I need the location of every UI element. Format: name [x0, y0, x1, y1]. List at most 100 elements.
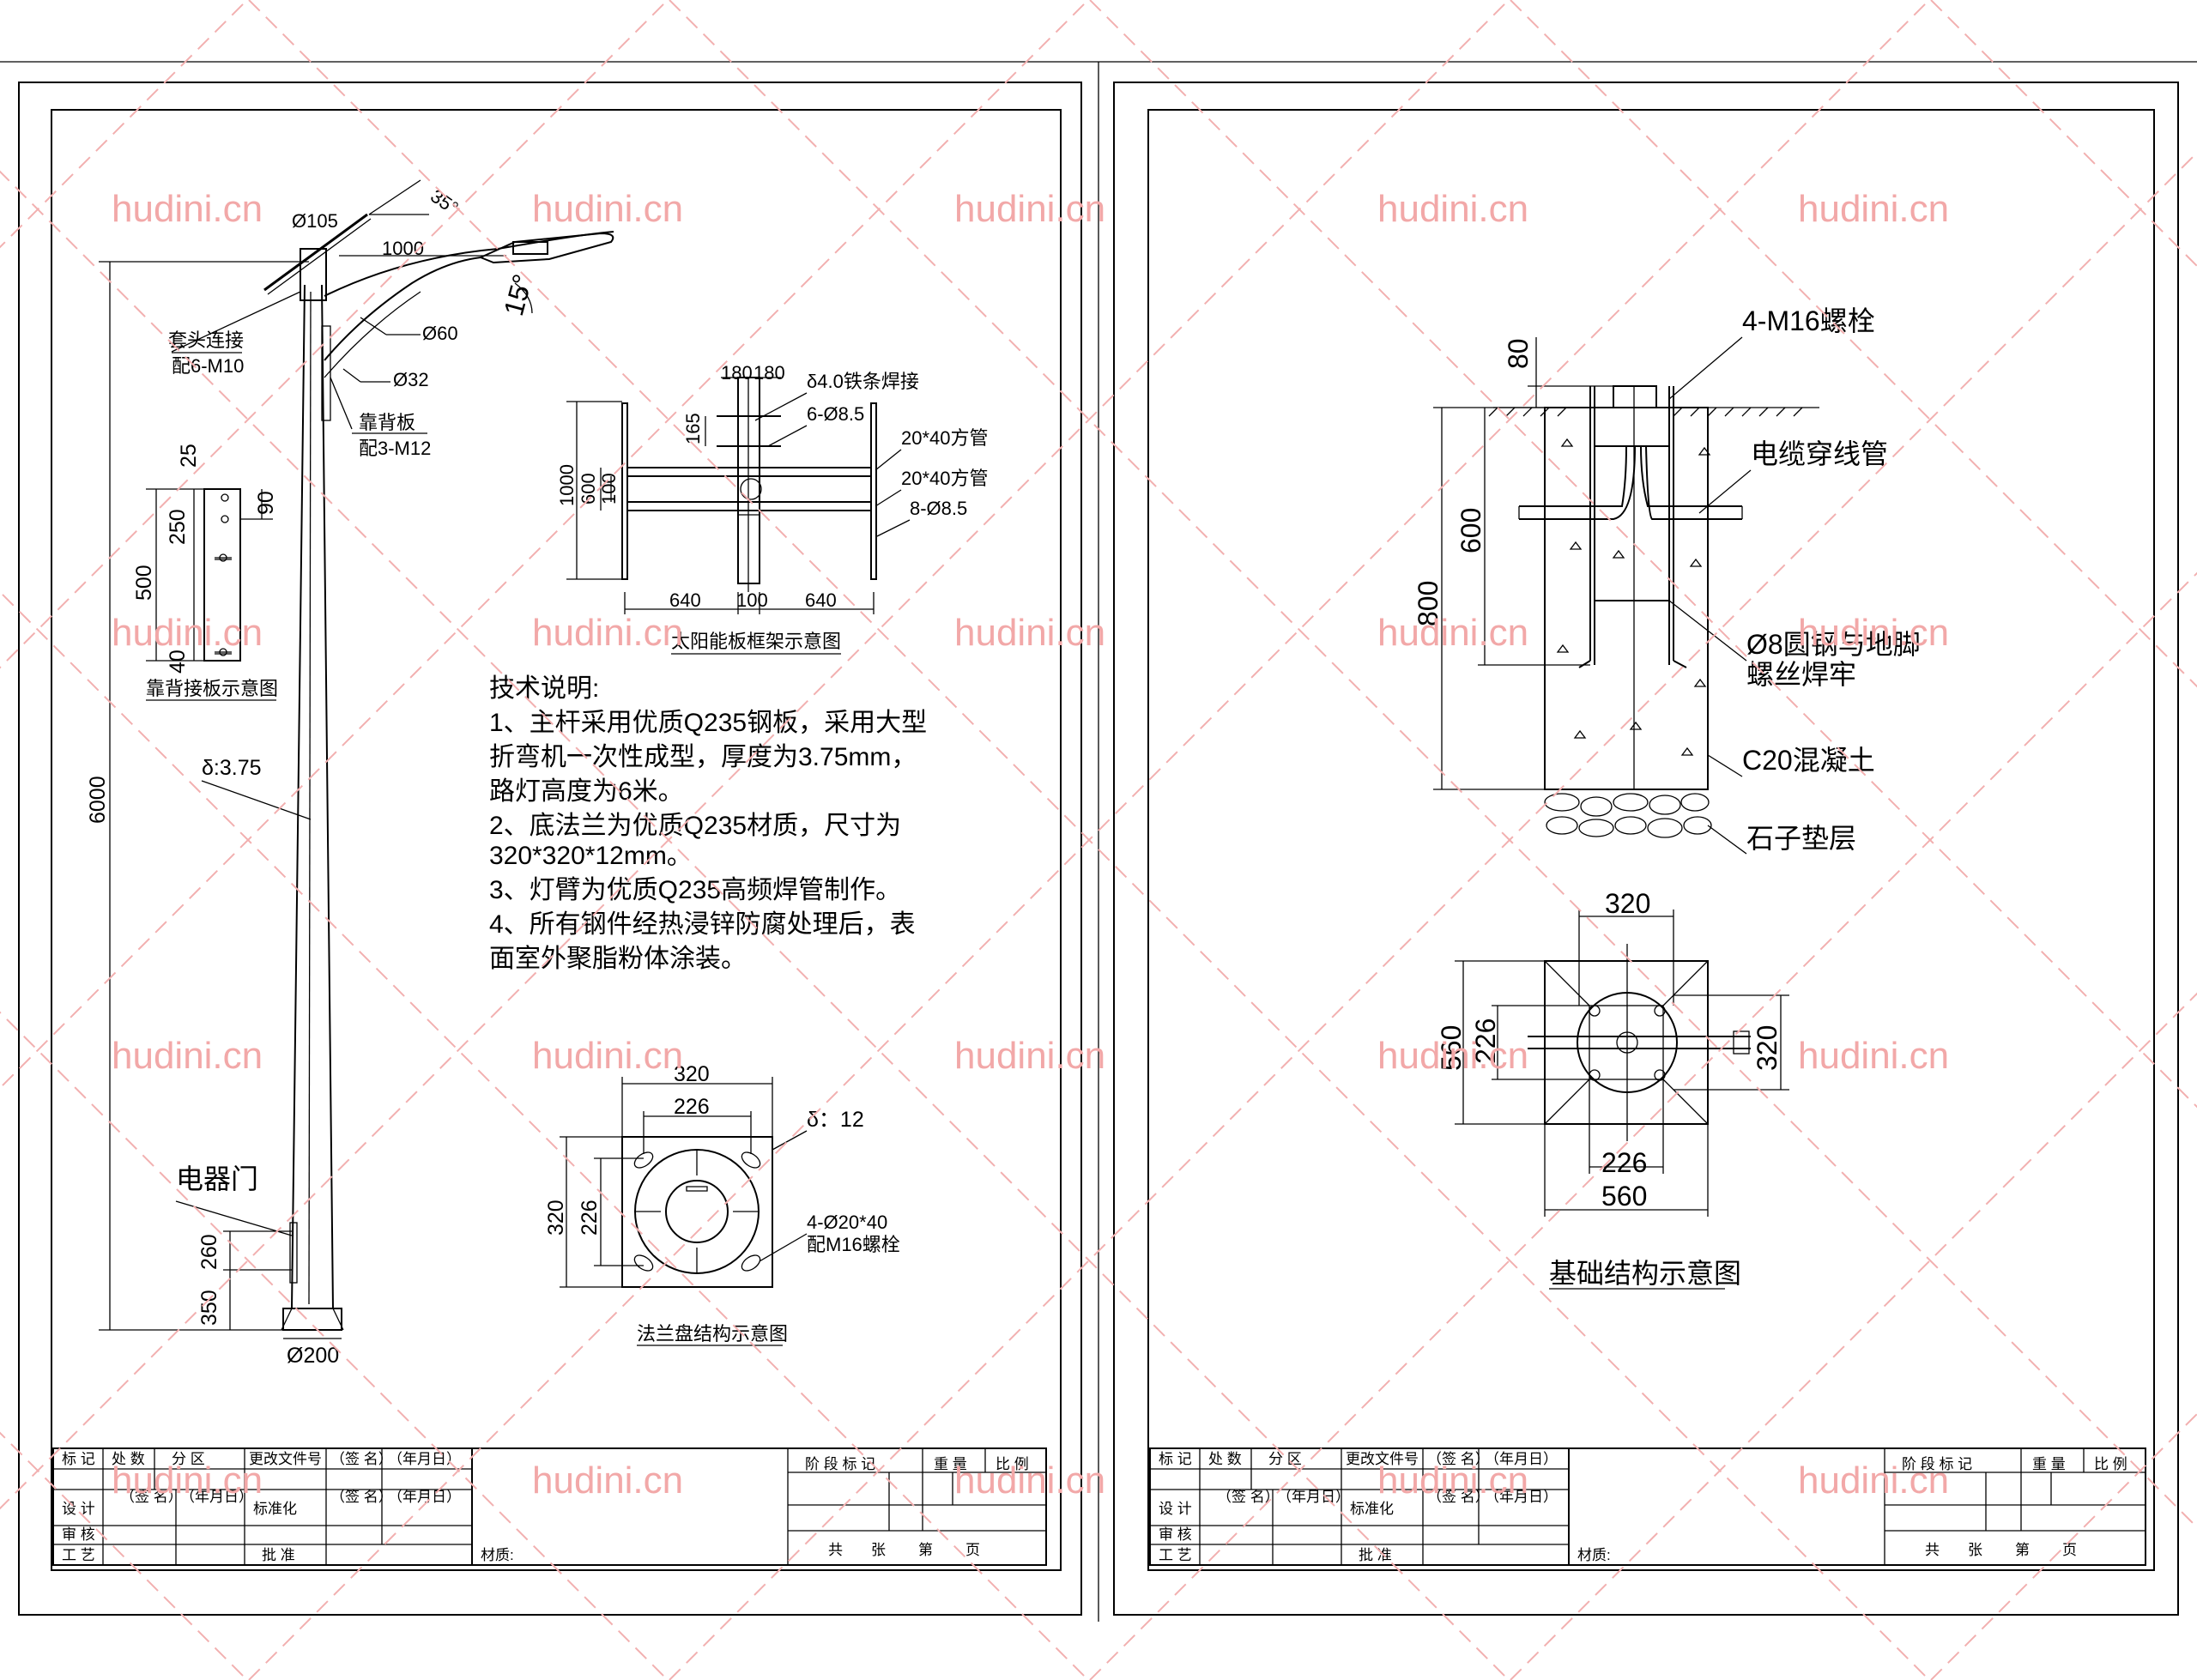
technical-notes: 技术说明: 1、主杆采用优质Q235钢板，采用大型 折弯机一次性成型，厚度为3.…	[489, 674, 927, 973]
tb-l-r2-0: 设 计	[62, 1501, 95, 1517]
watermark-line	[0, 0, 1089, 1090]
door-label: 电器门	[176, 1163, 258, 1194]
watermark-text: hudini.cn	[1377, 1459, 1528, 1502]
notes-line-8: 面室外聚脂粉体涂装。	[489, 945, 747, 973]
door-height-label: 260	[197, 1234, 221, 1270]
watermark-text: hudini.cn	[112, 188, 263, 230]
sf-d640b: 640	[805, 589, 837, 611]
notes-line-6: 3、灯臂为优质Q235高频焊管制作。	[489, 876, 901, 904]
tb-l-r2-2: （年月日）	[180, 1489, 253, 1505]
tb-r-r1-0: 标 记	[1159, 1451, 1192, 1467]
tb-l-r1-4: （签 名）	[330, 1451, 393, 1467]
tb-l-page-0: 共	[828, 1542, 843, 1558]
fl-w226: 226	[674, 1095, 710, 1119]
tb-r-r1-4: （签 名）	[1427, 1451, 1490, 1467]
watermark-line	[669, 0, 2197, 1529]
tb-l-r1-1: 处 数	[112, 1451, 145, 1467]
foundation-plan: 320 560 226 320 226 560 基础结构示意图	[1436, 888, 1789, 1290]
tb-r-r1-2: 分 区	[1268, 1451, 1302, 1467]
bp-d250: 250	[166, 509, 190, 545]
watermark-line	[1510, 992, 2197, 1680]
watermark-text: hudini.cn	[532, 612, 683, 654]
tb-r-r1-3: 更改文件号	[1346, 1451, 1419, 1467]
sf-d1000: 1000	[556, 464, 578, 506]
sf-d165: 165	[682, 413, 704, 444]
sf-d640a: 640	[669, 589, 701, 611]
watermark-text: hudini.cn	[112, 1035, 263, 1077]
tb-l-r2-1: （签 名）	[120, 1489, 183, 1505]
fd-rebar2: 螺丝焊牢	[1746, 659, 1856, 690]
tb-r-r2-5: （年月日）	[1485, 1489, 1558, 1505]
sf-weld: δ4.0铁条焊接	[807, 371, 919, 392]
tb-l-r2-5: （年月日）	[388, 1489, 461, 1505]
tb-r-page-3: 页	[2062, 1542, 2077, 1558]
notes-title: 技术说明:	[489, 674, 599, 703]
sf-tube1: 20*40方管	[901, 427, 989, 449]
foundation-section: 80 600 800 4-M16螺栓 电缆穿线管 Ø8圆钢与地脚 螺丝焊牢 C2…	[1413, 305, 1921, 855]
fl-w320: 320	[674, 1062, 710, 1086]
pl-b226: 226	[1601, 1147, 1647, 1178]
tb-l-craft: 工 艺	[62, 1547, 95, 1563]
watermark-text: hudini.cn	[112, 1459, 263, 1502]
watermark-line	[0, 590, 1089, 1680]
watermark-text: hudini.cn	[532, 1035, 683, 1077]
watermark-line	[1930, 1412, 2197, 1680]
tb-r-page-0: 共	[1925, 1542, 1940, 1558]
watermark-text: hudini.cn	[1377, 612, 1528, 654]
sf-holes-side: 8-Ø8.5	[910, 498, 967, 519]
tb-l-approve: 批 准	[262, 1547, 295, 1563]
tb-r-r2-3: 标准化	[1350, 1501, 1394, 1517]
watermark-line	[248, 0, 1930, 1680]
sf-caption: 太阳能板框架示意图	[671, 631, 841, 652]
tb-r-r1-5: （年月日）	[1485, 1451, 1558, 1467]
tb-l-page-1: 张	[871, 1542, 886, 1558]
arm-d60-label: Ø60	[422, 323, 458, 344]
watermark-text: hudini.cn	[954, 1035, 1105, 1077]
sf-d100h: 100	[736, 589, 768, 611]
back-plate-label: 靠背板	[359, 412, 415, 433]
tb-r-approve: 批 准	[1359, 1547, 1392, 1563]
fd-cable: 电缆穿线管	[1751, 438, 1888, 469]
tb-r-scale: 比 例	[2094, 1456, 2127, 1472]
tb-r-r2-4: （签 名）	[1427, 1489, 1490, 1505]
watermark-line	[0, 0, 669, 669]
solar-frame-detail: 180 180 δ4.0铁条焊接 6-Ø8.5 165 20*40方管 20*4…	[556, 362, 989, 655]
watermark-line	[1510, 0, 2197, 688]
tb-r-stage: 阶 段 标 记	[1902, 1456, 1972, 1472]
tb-r-r1-1: 处 数	[1208, 1451, 1242, 1467]
watermark-text: hudini.cn	[112, 612, 263, 654]
tb-r-r2-0: 设 计	[1159, 1501, 1192, 1517]
fd-d800: 800	[1413, 581, 1443, 626]
arm-length-label: 1000	[382, 238, 424, 259]
bp-d40: 40	[166, 650, 190, 674]
bp-caption: 靠背接板示意图	[146, 678, 278, 699]
notes-line-4: 2、底法兰为优质Q235材质，尺寸为	[489, 812, 901, 840]
tb-l-r1-0: 标 记	[62, 1451, 95, 1467]
watermark-text: hudini.cn	[1798, 1035, 1949, 1077]
title-block-left: 标 记 处 数 分 区 更改文件号 （签 名） （年月日） 设 计 （签 名） …	[52, 1447, 1047, 1566]
tb-l-scale: 比 例	[996, 1456, 1029, 1472]
tb-l-page-3: 页	[965, 1542, 980, 1558]
sleeve-label: 套头连接	[168, 329, 244, 351]
tb-r-r2-1: （签 名）	[1217, 1489, 1280, 1505]
pole-elevation: 6000 260 350 Ø200 Ø105 1000 35° 15° 套头连接…	[86, 179, 614, 1368]
tb-l-page-2: 第	[918, 1542, 933, 1558]
fl-thick: δ：12	[807, 1108, 864, 1132]
watermark-line	[0, 1011, 669, 1680]
pl-t320: 320	[1605, 888, 1650, 919]
watermark-text: hudini.cn	[532, 188, 683, 230]
watermark-text: hudini.cn	[1798, 1459, 1949, 1502]
watermark-text: hudini.cn	[954, 612, 1105, 654]
tb-r-weight: 重 量	[2032, 1456, 2066, 1472]
fd-rebar1: Ø8圆钢与地脚	[1746, 629, 1921, 660]
pl-r320: 320	[1752, 1025, 1782, 1071]
fl-bolts: 配M16螺栓	[807, 1234, 900, 1255]
notes-line-2: 折弯机一次性成型，厚度为3.75mm，	[489, 743, 917, 771]
fl-caption: 法兰盘结构示意图	[637, 1323, 788, 1345]
fl-h226: 226	[578, 1200, 602, 1236]
flange-detail: 320 226 δ：12 320 226 4-Ø20*40 配M16螺栓 法兰盘…	[544, 1062, 900, 1346]
tb-l-review: 审 核	[62, 1526, 95, 1543]
watermark-line	[0, 1431, 248, 1680]
watermark-line	[0, 0, 1510, 1510]
